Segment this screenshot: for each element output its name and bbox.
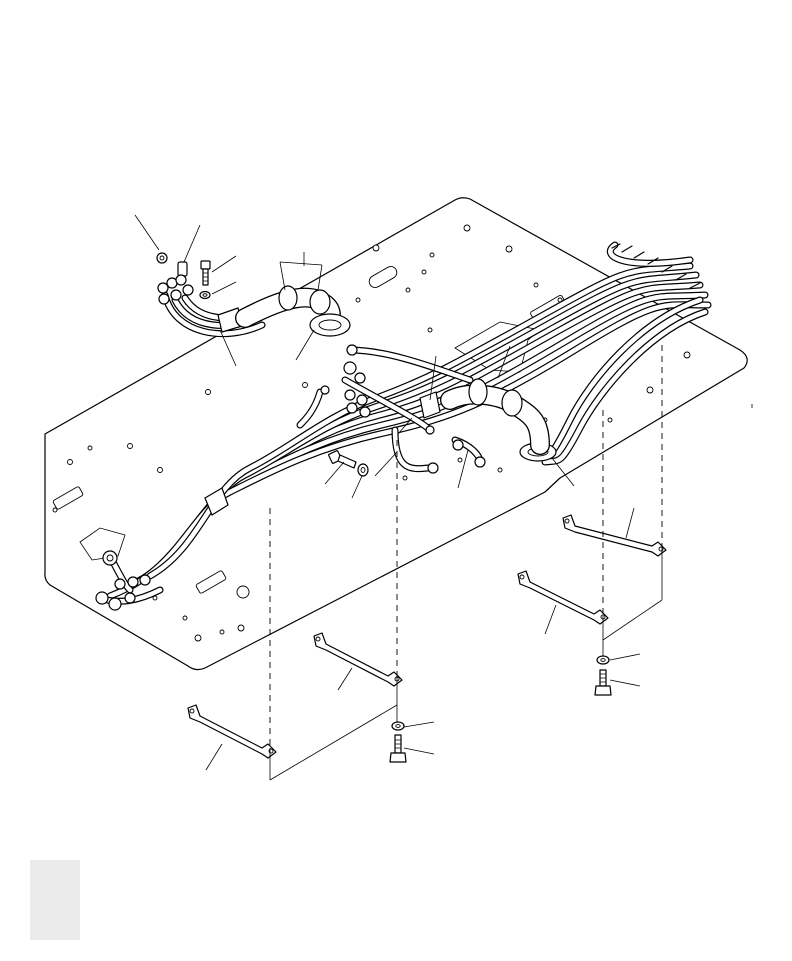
bolt (389, 734, 407, 763)
assembly-lines (269, 345, 663, 781)
tube-joint (468, 378, 488, 406)
hose-cut-ends (611, 243, 701, 289)
fitting-nut-group-lower-left (95, 550, 151, 611)
plate-cutout (79, 527, 126, 561)
plate-slot (52, 486, 84, 510)
bolt (594, 669, 612, 696)
fitting-nut-group (157, 274, 194, 305)
fitting-nut-group-center (320, 344, 486, 474)
washer (596, 655, 610, 665)
clamp-bracket-3 (517, 570, 609, 625)
plate-slot (195, 570, 227, 594)
clamp-bracket-1 (187, 704, 277, 759)
tube-joint (501, 389, 523, 417)
scan-artifact (30, 860, 80, 940)
tube-leader-bracket (279, 261, 323, 291)
fitting-plug (177, 261, 188, 277)
tube-joint (278, 285, 298, 311)
hose-guide-tube-right (440, 378, 550, 455)
hose-fittings (95, 252, 486, 611)
clamp-bracket-4 (562, 514, 667, 557)
bolt (200, 260, 211, 286)
bolt (328, 450, 357, 469)
plate-slot (368, 266, 398, 288)
tube-joint (309, 289, 331, 315)
bundle-band (204, 487, 229, 516)
washer (391, 721, 405, 731)
clamp-bracket-2 (313, 632, 403, 687)
washer (357, 463, 369, 477)
leader-lines (134, 214, 641, 771)
washer (199, 290, 211, 300)
